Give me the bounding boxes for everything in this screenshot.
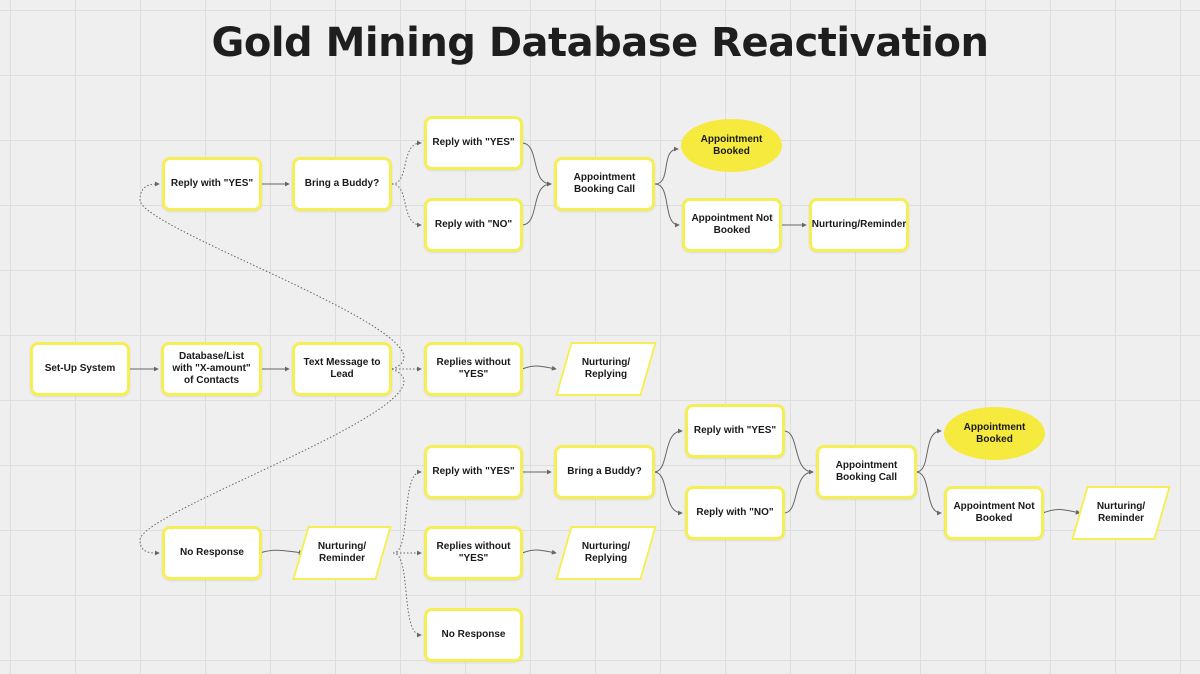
edge-botcall-notbooked: [915, 471, 942, 516]
node-label: Replies without "YES": [436, 541, 511, 564]
node-label: Appointment Not Booked: [953, 501, 1035, 524]
edge-topyes-call: [521, 142, 552, 187]
node-top-booking-call[interactable]: Appointment Booking Call: [554, 157, 655, 211]
node-text-message[interactable]: Text Message to Lead: [292, 342, 392, 396]
node-label: Appointment Booking Call: [573, 172, 636, 195]
node-label: Database/List with "X-amount" of Contact…: [172, 351, 251, 386]
edge-botbuddy-no: [653, 471, 683, 516]
node-label: Replies without "YES": [436, 357, 511, 380]
edge-buddy-top-no: [391, 183, 422, 228]
edge-botcall-booked: [915, 428, 942, 473]
edge-botbuddy-yes: [653, 428, 683, 473]
edge-text-to-no-response: [139, 368, 405, 556]
node-top-reply-yes[interactable]: Reply with "YES": [162, 157, 262, 211]
edge-buddy-top-yes: [391, 140, 422, 185]
node-label: Nurturing/ Replying: [581, 541, 631, 564]
node-nr-no-response[interactable]: No Response: [424, 608, 523, 662]
node-nurturing-replying[interactable]: Nurturing/ Replying: [563, 342, 649, 396]
edge-nr-to-yes: [392, 469, 422, 554]
edge-nr-to-noresp: [392, 552, 422, 638]
node-label: No Response: [180, 547, 244, 558]
edge-noresp-nurturing: [259, 549, 304, 556]
node-label: Set-Up System: [44, 363, 116, 374]
node-label: Text Message to Lead: [303, 357, 381, 380]
node-label: Appointment Booked: [700, 133, 763, 157]
node-bot-appointment-not-booked[interactable]: Appointment Not Booked: [944, 486, 1044, 540]
node-label: Appointment Booking Call: [835, 460, 898, 483]
node-bot-appointment-booked[interactable]: Appointment Booked: [944, 407, 1045, 460]
node-label: Bring a Buddy?: [567, 466, 642, 477]
edge-botnotbooked-nurturing: [1042, 509, 1081, 515]
edge-replies-nurturing: [521, 365, 557, 371]
node-top-bring-buddy[interactable]: Bring a Buddy?: [292, 157, 392, 211]
node-label: Nurturing/ Reminder: [1096, 501, 1146, 524]
node-nr-nurturing-reminder[interactable]: Nurturing/ Reminder: [300, 526, 384, 580]
edge-botyes-call: [783, 430, 814, 475]
node-label: Reply with "YES": [432, 466, 515, 477]
node-bot-booking-call[interactable]: Appointment Booking Call: [816, 445, 917, 499]
diagram-title: Gold Mining Database Reactivation: [211, 20, 989, 66]
edge-text-to-top-yes: [139, 181, 405, 370]
node-label: Reply with "YES": [432, 137, 515, 148]
node-no-response[interactable]: No Response: [162, 526, 262, 580]
node-label: Reply with "NO": [696, 507, 774, 518]
node-label: No Response: [441, 629, 506, 640]
node-bot-buddy-yes[interactable]: Reply with "YES": [685, 404, 785, 458]
node-bot-nurturing-reminder[interactable]: Nurturing/ Reminder: [1079, 486, 1163, 540]
node-nr-nurturing-replying[interactable]: Nurturing/ Replying: [563, 526, 649, 580]
node-label: Nurturing/ Reminder: [317, 541, 367, 564]
node-top-nurturing-reminder[interactable]: Nurturing/Reminder: [809, 198, 909, 252]
edge-nrreplies-nurturing: [521, 549, 557, 555]
node-setup-system[interactable]: Set-Up System: [30, 342, 130, 396]
node-top-buddy-yes[interactable]: Reply with "YES": [424, 116, 523, 170]
node-label: Reply with "YES": [170, 178, 254, 189]
node-top-appointment-not-booked[interactable]: Appointment Not Booked: [682, 198, 782, 252]
edge-topno-call: [521, 181, 552, 226]
node-database-list[interactable]: Database/List with "X-amount" of Contact…: [161, 342, 262, 396]
node-nr-reply-yes[interactable]: Reply with "YES": [424, 445, 523, 499]
node-label: Bring a Buddy?: [304, 178, 380, 189]
node-nr-replies-without-yes[interactable]: Replies without "YES": [424, 526, 523, 580]
node-top-appointment-booked[interactable]: Appointment Booked: [681, 119, 782, 172]
node-bot-bring-buddy[interactable]: Bring a Buddy?: [554, 445, 655, 499]
node-label: Nurturing/Reminder: [811, 219, 907, 230]
node-label: Nurturing/ Replying: [581, 357, 631, 380]
node-label: Reply with "NO": [434, 219, 513, 230]
node-top-buddy-no[interactable]: Reply with "NO": [424, 198, 523, 252]
edge-call-notbooked: [654, 183, 680, 228]
node-label: Appointment Not Booked: [691, 213, 773, 236]
node-label: Appointment Booked: [963, 421, 1026, 445]
node-bot-buddy-no[interactable]: Reply with "NO": [685, 486, 785, 540]
node-replies-without-yes[interactable]: Replies without "YES": [424, 342, 523, 396]
node-label: Reply with "YES": [693, 425, 777, 436]
edge-botno-call: [783, 469, 814, 514]
edge-call-booked: [654, 146, 679, 185]
